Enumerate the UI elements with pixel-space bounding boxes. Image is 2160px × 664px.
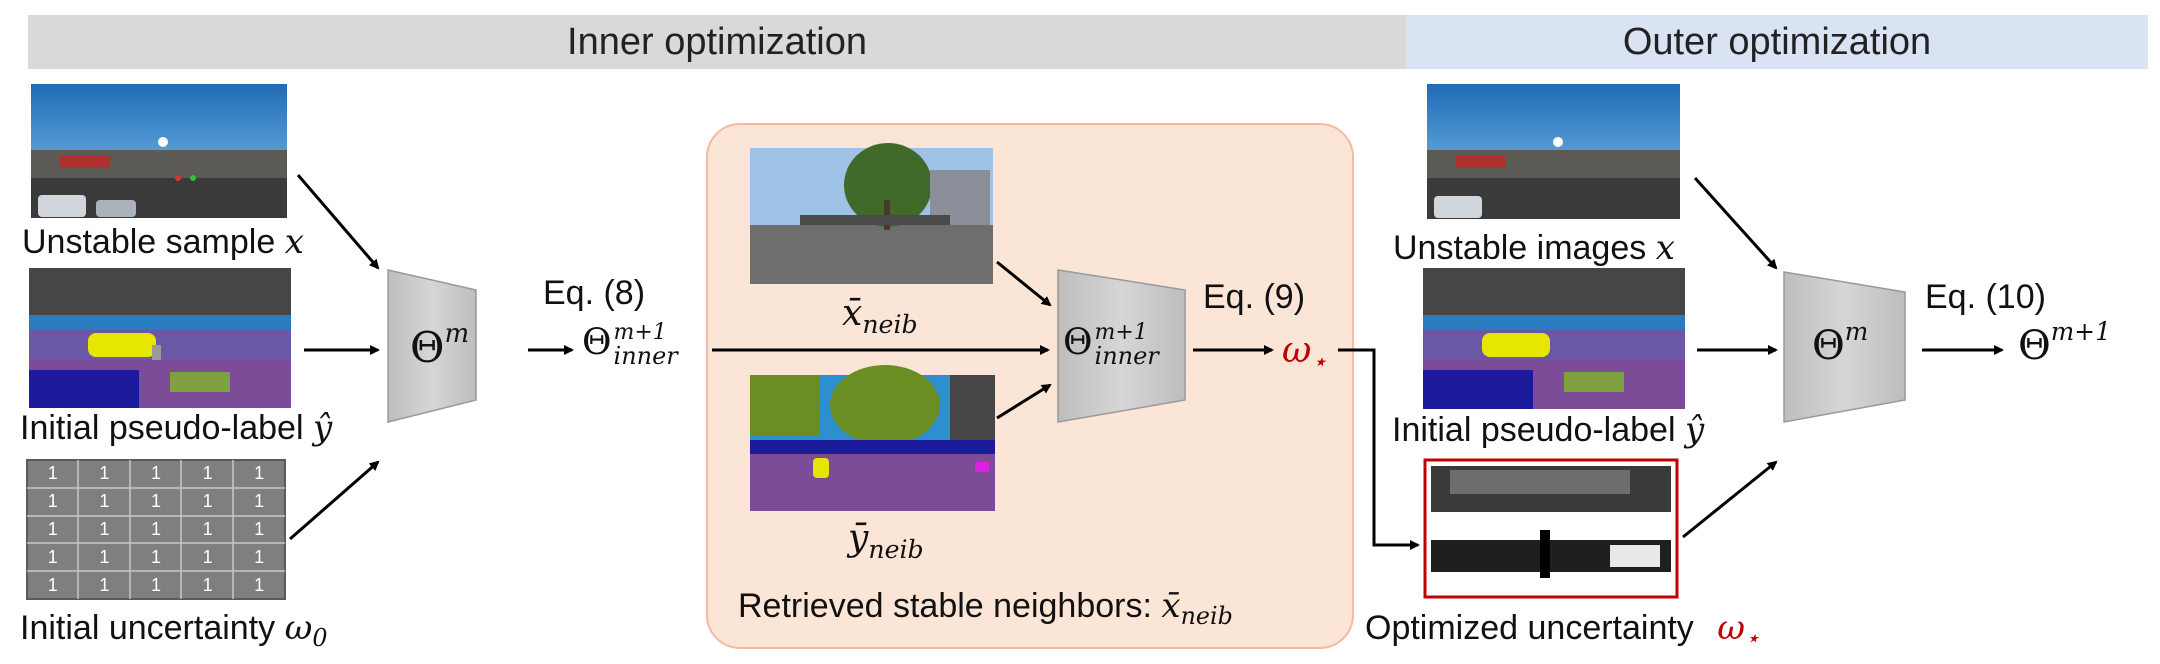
y-neib-label: ȳneib (848, 518, 924, 564)
outer-optimization-band: Outer optimization (1406, 15, 2148, 69)
arrow-map-to-model (1682, 460, 1778, 539)
grid-cell: 1 (254, 546, 265, 567)
grid-cell: 1 (47, 574, 58, 595)
grid-cell: 1 (47, 518, 58, 539)
theta-inner-model-label: Θ m+1 inner (1063, 320, 1159, 370)
optimized-uncertainty-label: Optimized uncertainty ω⋆ (1365, 608, 1760, 653)
outer-optimization-title: Outer optimization (1622, 20, 1932, 63)
grid-cell: 1 (150, 546, 161, 567)
model-trapezoid-outer (1783, 271, 1906, 423)
grid-cell: 1 (254, 518, 265, 539)
inner-optimization-title: Inner optimization (567, 20, 867, 63)
initial-pseudo-label-label: Initial pseudo-label ŷ (20, 408, 333, 448)
grid-cell: 1 (202, 518, 213, 539)
grid-cell: 1 (99, 574, 110, 595)
grid-cell: 1 (150, 518, 161, 539)
grid-cell: 1 (202, 491, 213, 512)
arrow-outer-images-to-model (1693, 176, 1778, 270)
model-theta-m: Θm (410, 319, 470, 372)
uncertainty-grid-values: 1 1 1 1 1 1 1 1 1 1 1 1 1 1 1 1 1 1 1 1 1 1 1 1 1 (27, 460, 285, 599)
arrow-uncertainty-to-model (289, 460, 380, 541)
arrow-omega-to-map (1338, 348, 1420, 550)
grid-cell: 1 (99, 463, 110, 484)
grid-cell: 1 (150, 491, 161, 512)
neighbor-image (750, 143, 993, 284)
grid-cell: 1 (99, 491, 110, 512)
grid-cell: 1 (254, 574, 265, 595)
model-trapezoid-inner (387, 269, 477, 423)
unstable-images-label: Unstable images x (1393, 228, 1675, 268)
result-theta: Θm+1 (2018, 317, 2111, 369)
outer-pseudo-label-label: Initial pseudo-label ŷ (1392, 410, 1705, 450)
grid-cell: 1 (202, 574, 213, 595)
arrow-label-to-inner (996, 383, 1052, 420)
grid-cell: 1 (254, 463, 265, 484)
grid-cell: 1 (150, 463, 161, 484)
grid-cell: 1 (47, 546, 58, 567)
grid-cell: 1 (47, 491, 58, 512)
outer-pseudo-label-image (1423, 268, 1685, 409)
theta-inner-updated: Θ m+1 inner (582, 320, 678, 370)
grid-cell: 1 (202, 463, 213, 484)
inner-optimization-band: Inner optimization (28, 15, 1406, 69)
grid-cell: 1 (202, 546, 213, 567)
eq8-label: Eq. (8) (543, 274, 646, 312)
outer-unstable-images (1427, 84, 1680, 219)
grid-cell: 1 (47, 463, 58, 484)
initial-uncertainty-label: Initial uncertainty ω0 (20, 608, 328, 653)
outer-model-theta-m: Θm (1812, 317, 1869, 369)
grid-cell: 1 (99, 518, 110, 539)
eq10-label: Eq. (10) (1925, 278, 2046, 316)
neighbor-label-image (750, 365, 995, 511)
retrieved-neighbors-caption: Retrieved stable neighbors: x̄neib (738, 586, 1233, 631)
grid-cell: 1 (254, 491, 265, 512)
unstable-sample-image (31, 84, 287, 218)
optimized-uncertainty-map (1423, 458, 1679, 599)
arrow-image-to-inner (996, 260, 1052, 307)
grid-cell: 1 (150, 574, 161, 595)
eq9-label: Eq. (9) (1203, 278, 1306, 316)
unstable-sample-label: Unstable sample x (22, 222, 304, 262)
model-trapezoid-inner-updated (1057, 269, 1186, 423)
initial-uncertainty-grid (26, 459, 286, 600)
initial-pseudo-label-image (29, 268, 291, 408)
arrow-sample-to-model (296, 174, 380, 270)
grid-cell: 1 (99, 546, 110, 567)
x-neib-label: x̄neib (842, 293, 918, 339)
omega-star: ω⋆ (1282, 330, 1328, 376)
